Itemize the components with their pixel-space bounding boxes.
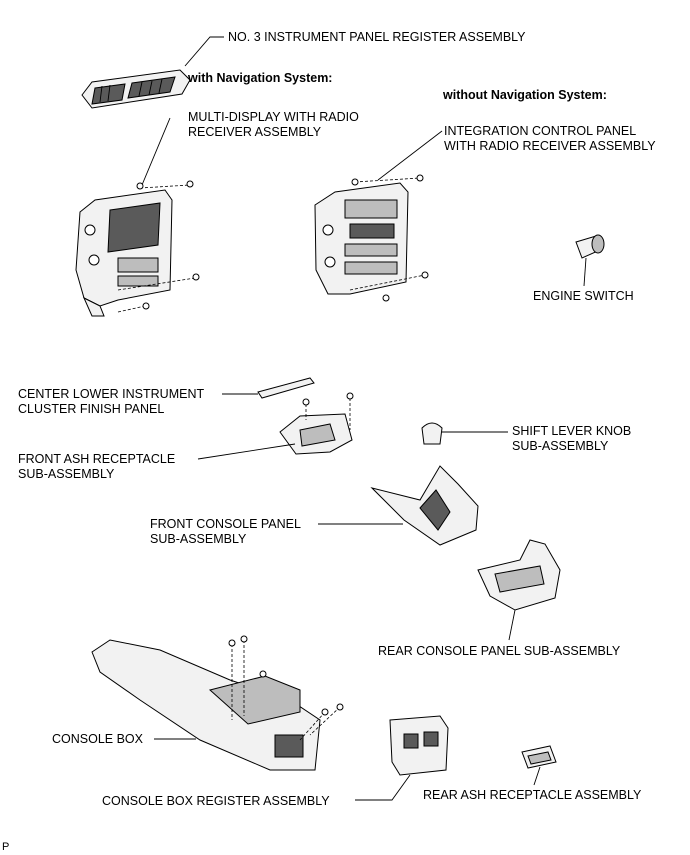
figure-code: P — [2, 841, 10, 853]
leader-front-ash — [197, 443, 296, 460]
screw — [416, 174, 424, 182]
shift-lever-knob-part — [421, 422, 443, 445]
label-register-no3: NO. 3 INSTRUMENT PANEL REGISTER ASSEMBLY — [228, 30, 526, 44]
label-center-lower-finish: CENTER LOWER INSTRUMENT CLUSTER FINISH P… — [18, 387, 205, 416]
screw — [228, 639, 236, 647]
screw — [259, 670, 267, 678]
label-console-register: CONSOLE BOX REGISTER ASSEMBLY — [102, 794, 330, 808]
leader-rear-console — [508, 609, 516, 641]
screw — [346, 392, 354, 400]
screw — [186, 180, 194, 188]
console-box-part — [91, 639, 321, 771]
screw — [192, 273, 200, 281]
screw — [240, 635, 248, 643]
label-rear-ash: REAR ASH RECEPTACLE ASSEMBLY — [423, 788, 642, 802]
leader-engine-switch — [583, 257, 587, 287]
leader-integration-panel — [377, 130, 443, 181]
front-console-panel-part — [370, 465, 479, 546]
console-register-part — [389, 715, 449, 776]
screw — [321, 708, 329, 716]
no3-register-part — [81, 69, 191, 109]
label-engine-switch: ENGINE SWITCH — [533, 289, 634, 303]
leader-rear-ash — [533, 766, 541, 786]
label-front-console: FRONT CONSOLE PANEL SUB-ASSEMBLY — [150, 517, 301, 546]
label-without-nav: without Navigation System: — [443, 88, 607, 102]
leader-multi-display — [141, 117, 171, 186]
label-rear-console: REAR CONSOLE PANEL SUB-ASSEMBLY — [378, 644, 621, 658]
label-multi-display: MULTI-DISPLAY WITH RADIO RECEIVER ASSEMB… — [188, 110, 359, 139]
leader-register — [184, 36, 224, 67]
label-with-nav: with Navigation System: — [188, 71, 333, 85]
integration-panel-part — [314, 182, 409, 295]
engine-switch-part — [575, 234, 605, 259]
center-lower-finish-part — [257, 377, 315, 399]
screw — [142, 302, 150, 310]
label-front-ash: FRONT ASH RECEPTACLE SUB-ASSEMBLY — [18, 452, 176, 481]
multi-display-part — [75, 189, 173, 317]
screw — [421, 271, 429, 279]
leader-console-register — [355, 774, 411, 801]
screw — [382, 294, 390, 302]
rear-ash-receptacle-part — [521, 745, 557, 769]
rear-console-panel-part — [477, 539, 561, 611]
label-shift-knob: SHIFT LEVER KNOB SUB-ASSEMBLY — [512, 424, 632, 453]
screw — [136, 182, 144, 190]
screw — [302, 398, 310, 406]
label-integration-panel: INTEGRATION CONTROL PANEL WITH RADIO REC… — [444, 124, 656, 153]
screw — [336, 703, 344, 711]
label-console-box: CONSOLE BOX — [52, 732, 143, 746]
front-ash-receptacle-part — [279, 413, 353, 455]
screw — [351, 178, 359, 186]
